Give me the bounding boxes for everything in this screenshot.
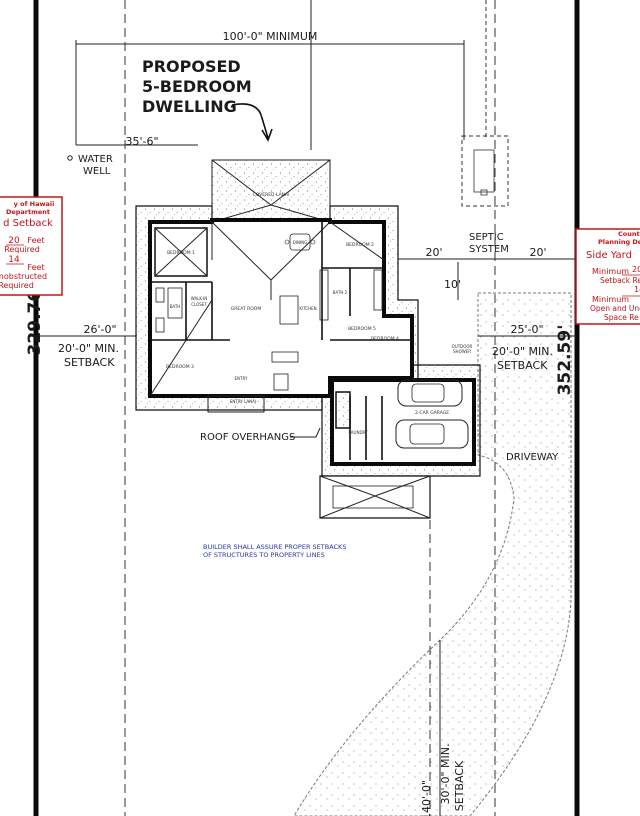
driveway-label: DRIVEWAY <box>506 452 559 463</box>
title-line-2: 5-BEDROOM <box>142 77 252 96</box>
room-walk-in-1: WALK-IN <box>191 296 208 301</box>
room-entry-lanai: ENTRY LANAI <box>230 399 256 404</box>
svg-text:20: 20 <box>8 236 20 246</box>
dim-20-left: 20' <box>425 246 442 259</box>
setback-right-1: 20'-0" MIN. <box>492 345 553 358</box>
dim-10: 10' <box>444 278 461 291</box>
svg-text:Planning De: Planning De <box>598 238 640 246</box>
title-leader-arrow <box>231 103 269 139</box>
room-outdoor-shower-1: OUTDOOR <box>452 344 473 349</box>
svg-text:14: 14 <box>8 255 20 265</box>
svg-text:Space Re: Space Re <box>604 313 639 322</box>
septic-label-2: SYSTEM <box>469 244 509 255</box>
room-lanai: COVERED LANAI <box>253 192 290 198</box>
svg-text:Unobstructed: Unobstructed <box>0 272 47 281</box>
room-bedroom-5: BEDROOM 5 <box>348 326 376 332</box>
setback-right-2: SETBACK <box>497 359 548 372</box>
svg-text:Department: Department <box>6 208 50 216</box>
front-setback-2: SETBACK <box>453 760 466 811</box>
front-setback-1: 30'-0" MIN. <box>439 743 452 804</box>
car-2 <box>395 419 469 449</box>
room-outdoor-shower-2: SHOWER <box>453 349 471 354</box>
lanai-roof <box>211 159 331 223</box>
svg-text:y of Hawaii: y of Hawaii <box>14 200 55 208</box>
builder-note-2: OF STRUCTURES TO PROPERTY LINES <box>203 551 325 559</box>
svg-text:Minimum: Minimum <box>592 295 629 304</box>
title-line-3: DWELLING <box>142 97 237 116</box>
svg-text:20: 20 <box>632 265 640 274</box>
roof-overhangs-label: ROOF OVERHANGS <box>200 432 295 443</box>
side-dim-right: 352.59' <box>555 325 575 396</box>
svg-text:Feet: Feet <box>27 263 44 272</box>
svg-text:14: 14 <box>634 285 640 294</box>
setback-left-1: 20'-0" MIN. <box>58 342 119 355</box>
setback-left-2: SETBACK <box>64 356 115 369</box>
room-entry: ENTRY <box>235 376 248 381</box>
notice-right: County of Planning De Side Yard Minimum … <box>575 228 640 325</box>
room-walk-in-2: CLOSET <box>191 302 207 307</box>
room-bedroom-2: BEDROOM 2 <box>346 242 374 248</box>
room-laundry: LAUNDRY <box>348 430 368 435</box>
room-garage: 2-CAR GARAGE <box>415 410 449 416</box>
garage-walls <box>330 378 476 466</box>
svg-text:Required: Required <box>4 245 40 254</box>
septic-tank <box>461 135 509 207</box>
builder-note-1: BUILDER SHALL ASSURE PROPER SETBACKS <box>203 543 346 551</box>
svg-text:Setback Re: Setback Re <box>600 276 640 285</box>
dim-25: 25'-0" <box>510 323 543 336</box>
notice-left: y of Hawaii Department d Setback 20 Feet… <box>0 196 63 296</box>
side-dim-left: 329.76' <box>25 285 45 356</box>
svg-text:Open and Uno: Open and Uno <box>590 304 640 313</box>
room-bath-2: BATH 2 <box>333 290 348 295</box>
water-well-label-2: WELL <box>83 166 111 177</box>
dim-top: 100'-0" MINIMUM <box>223 30 318 43</box>
svg-text:d Setback: d Setback <box>3 218 53 229</box>
svg-text:Side Yard: Side Yard <box>586 250 632 261</box>
svg-text:Minimum: Minimum <box>592 267 629 276</box>
dim-offset: 35'-6" <box>125 135 158 148</box>
dim-20-right: 20' <box>529 246 546 259</box>
room-kitchen: KITCHEN <box>299 306 316 311</box>
septic-label-1: SEPTIC <box>469 232 504 243</box>
room-bedroom-1: BEDROOM 1 <box>167 250 195 256</box>
room-great: GREAT ROOM <box>231 306 262 312</box>
room-bedroom-3: BEDROOM 3 <box>166 364 194 370</box>
dim-26: 26'-0" <box>83 323 116 336</box>
dim-140: 140'-0" <box>420 780 433 816</box>
car-1 <box>397 379 463 407</box>
title-line-1: PROPOSED <box>142 57 241 76</box>
svg-text:Required: Required <box>0 281 34 290</box>
svg-text:Feet: Feet <box>27 236 44 245</box>
water-well-marker <box>67 155 73 161</box>
room-dining: DINING <box>293 240 308 245</box>
room-bedroom-4: BEDROOM 4 <box>371 336 399 342</box>
svg-text:County of: County of <box>618 230 640 238</box>
water-well-label-1: WATER <box>78 154 113 165</box>
room-bath-1: BATH <box>170 304 181 309</box>
driveway-area <box>293 292 572 816</box>
